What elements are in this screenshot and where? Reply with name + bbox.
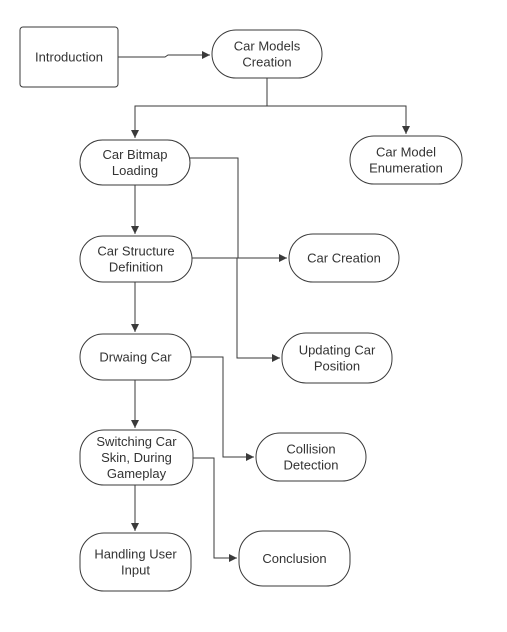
node-label-line: Collision [286, 442, 335, 457]
terminal-shape [238, 530, 351, 587]
terminal-shape [79, 532, 192, 592]
terminal-shape [349, 135, 463, 185]
node-label-line: Creation [242, 55, 291, 70]
node-creation: Car Creation [288, 233, 400, 283]
node-label-line: Handling User [94, 547, 177, 562]
arrow-models-to-enum [267, 105, 410, 134]
node-label-line: Detection [284, 458, 339, 473]
terminal-shape [79, 235, 193, 283]
arrow-bitmap-to-creation [190, 157, 287, 262]
arrow-structure-to-updating [192, 257, 280, 362]
node-drawing: Drwaing Car [79, 333, 192, 381]
connectors [118, 51, 410, 562]
process-box [19, 26, 119, 88]
node-label-line: Position [314, 359, 360, 374]
terminal-shape [211, 29, 323, 79]
arrow-switching-to-conclusion [193, 457, 237, 562]
node-label-line: Enumeration [369, 161, 443, 176]
node-label-line: Car Creation [307, 251, 381, 266]
node-label-line: Car Bitmap [102, 147, 167, 162]
terminal-shape [281, 332, 393, 384]
node-label-line: Drwaing Car [99, 350, 172, 365]
node-label-line: Skin, During [101, 450, 172, 465]
arrow-drawing-to-collision [191, 356, 254, 461]
node-label-line: Definition [109, 260, 163, 275]
node-label-line: Input [121, 563, 150, 578]
terminal-shape [79, 333, 192, 381]
arrow-models-to-bitmap [131, 78, 268, 138]
node-label-line: Switching Car [96, 434, 177, 449]
node-label-line: Car Model [376, 145, 436, 160]
node-intro: Introduction [19, 26, 119, 88]
terminal-shape [288, 233, 400, 283]
node-label-line: Gameplay [107, 466, 167, 481]
terminal-shape [255, 432, 367, 482]
node-label-line: Car Models [234, 39, 301, 54]
node-label-line: Updating Car [299, 343, 376, 358]
node-label-line: Conclusion [262, 551, 326, 566]
node-conclusion: Conclusion [238, 530, 351, 587]
node-label-line: Loading [112, 163, 158, 178]
arrow-intro-to-models [118, 51, 210, 59]
terminal-shape [79, 429, 194, 486]
node-label-line: Introduction [35, 50, 103, 65]
node-label-line: Car Structure [97, 244, 174, 259]
terminal-shape [79, 139, 191, 186]
